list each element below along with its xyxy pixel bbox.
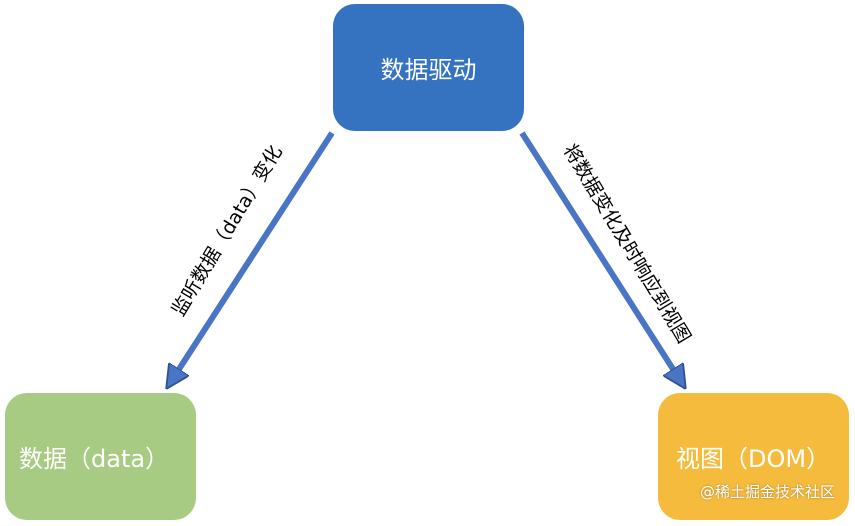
data-driven-label: 数据驱动 — [380, 56, 477, 84]
data-driven-node: 数据驱动 — [333, 4, 524, 131]
arrow-to-data — [172, 131, 335, 380]
data-node-label: 数据（data） — [19, 445, 170, 473]
watermark: @稀土掘金技术社区 — [699, 483, 835, 501]
view-node-label: 视图（DOM） — [676, 445, 831, 473]
arrow-to-view — [519, 131, 680, 380]
data-node: 数据（data） — [5, 393, 196, 520]
view-node: 视图（DOM） @稀土掘金技术社区 — [658, 393, 849, 520]
